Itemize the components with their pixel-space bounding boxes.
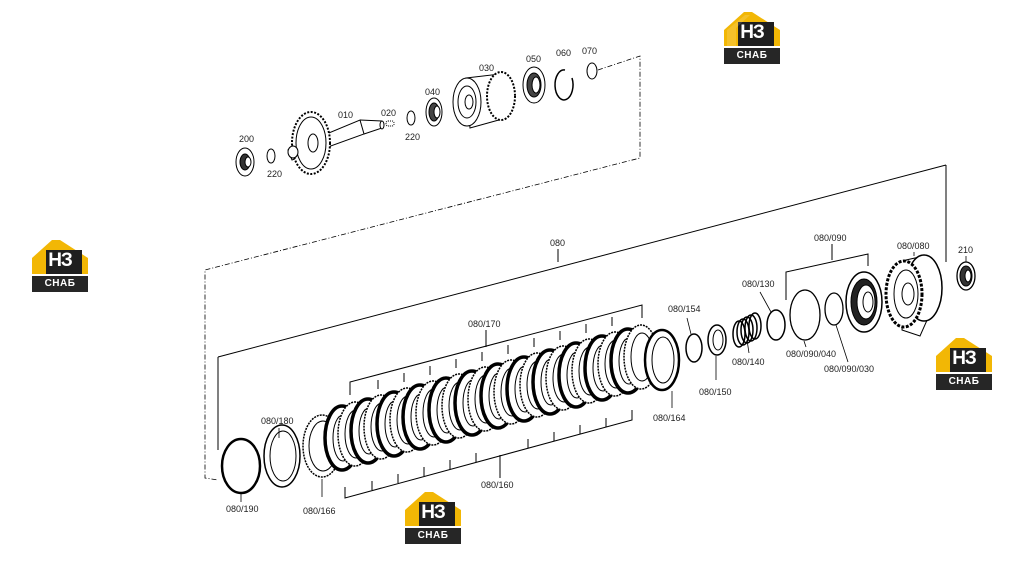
part-010-gear-shaft — [287, 111, 385, 175]
part-080-164-plate — [643, 328, 681, 392]
part-210-bearing — [956, 261, 976, 291]
part-200-bearing — [235, 147, 255, 177]
label-080-150: 080/150 — [699, 387, 732, 397]
label-080-160: 080/160 — [481, 480, 514, 490]
label-080-154: 080/154 — [668, 304, 701, 314]
house-icon — [32, 240, 88, 274]
part-080-154-ring — [685, 333, 703, 363]
watermark-letters: НЗ — [421, 502, 446, 523]
part-080-080-drum — [884, 254, 943, 337]
watermark-logo: НЗ СНАБ — [724, 10, 780, 68]
lower-clutch-group — [220, 254, 976, 495]
bracket-080-090 — [785, 244, 869, 300]
part-220-ring-left — [266, 148, 276, 164]
part-220-ring-right — [406, 110, 416, 126]
watermark-letters: НЗ — [48, 250, 73, 271]
guide-line — [204, 55, 641, 481]
leader-lines — [240, 252, 967, 502]
bracket-080-170 — [349, 304, 643, 395]
label-080-090-030: 080/090/030 — [824, 364, 874, 374]
label-060: 060 — [556, 48, 571, 58]
part-060-snap-ring — [554, 69, 574, 101]
part-080-190-snap-ring — [220, 437, 262, 495]
label-080-180: 080/180 — [261, 416, 294, 426]
part-080-090-piston — [845, 271, 883, 333]
bracket-080-160 — [344, 410, 633, 499]
label-080-140: 080/140 — [732, 357, 765, 367]
part-020-pin — [385, 120, 395, 127]
label-080-090: 080/090 — [814, 233, 847, 243]
house-icon — [936, 338, 992, 372]
label-080-080: 080/080 — [897, 241, 930, 251]
label-080-090-040: 080/090/040 — [786, 349, 836, 359]
label-080-170: 080/170 — [468, 319, 501, 329]
label-220: 220 — [267, 169, 282, 179]
label-080: 080 — [550, 238, 565, 248]
part-050-bearing — [522, 66, 546, 104]
part-080-140-spring — [732, 312, 762, 348]
watermark-bar-text: СНАБ — [936, 374, 992, 390]
part-080-150-washer — [707, 324, 727, 356]
part-040-bearing — [425, 97, 443, 127]
house-icon — [724, 12, 780, 46]
part-labels: 200 220 010 020 220 040 030 050 060 070 … — [226, 46, 973, 516]
watermark-letters: НЗ — [740, 22, 765, 43]
upper-shaft-group — [235, 62, 598, 177]
part-080-180-end-plate — [263, 424, 301, 488]
label-080-190: 080/190 — [226, 504, 259, 514]
watermark-logo: НЗ СНАБ — [32, 238, 88, 296]
part-070-ring — [586, 62, 598, 80]
label-200: 200 — [239, 134, 254, 144]
watermark-bar-text: СНАБ — [724, 48, 780, 64]
label-050: 050 — [526, 54, 541, 64]
label-020: 020 — [381, 108, 396, 118]
watermark-letters: НЗ — [952, 348, 977, 369]
label-010: 010 — [338, 110, 353, 120]
label-220: 220 — [405, 132, 420, 142]
label-080-166: 080/166 — [303, 506, 336, 516]
watermark-bar-text: СНАБ — [32, 276, 88, 292]
bracket-080 — [217, 164, 947, 450]
house-icon — [405, 492, 461, 526]
watermark-bar-text: СНАБ — [405, 528, 461, 544]
plate-pack — [323, 324, 659, 472]
watermark-logo: НЗ СНАБ — [936, 336, 992, 394]
part-030-gear-drum — [452, 71, 516, 129]
label-030: 030 — [479, 63, 494, 73]
part-080-090-040-seal — [789, 289, 821, 341]
label-070: 070 — [582, 46, 597, 56]
part-080-090-030-seal — [824, 292, 844, 326]
label-210: 210 — [958, 245, 973, 255]
watermark-logo: НЗ СНАБ — [405, 490, 461, 548]
label-080-164: 080/164 — [653, 413, 686, 423]
label-080-130: 080/130 — [742, 279, 775, 289]
part-080-130-ring — [766, 309, 786, 341]
label-040: 040 — [425, 87, 440, 97]
